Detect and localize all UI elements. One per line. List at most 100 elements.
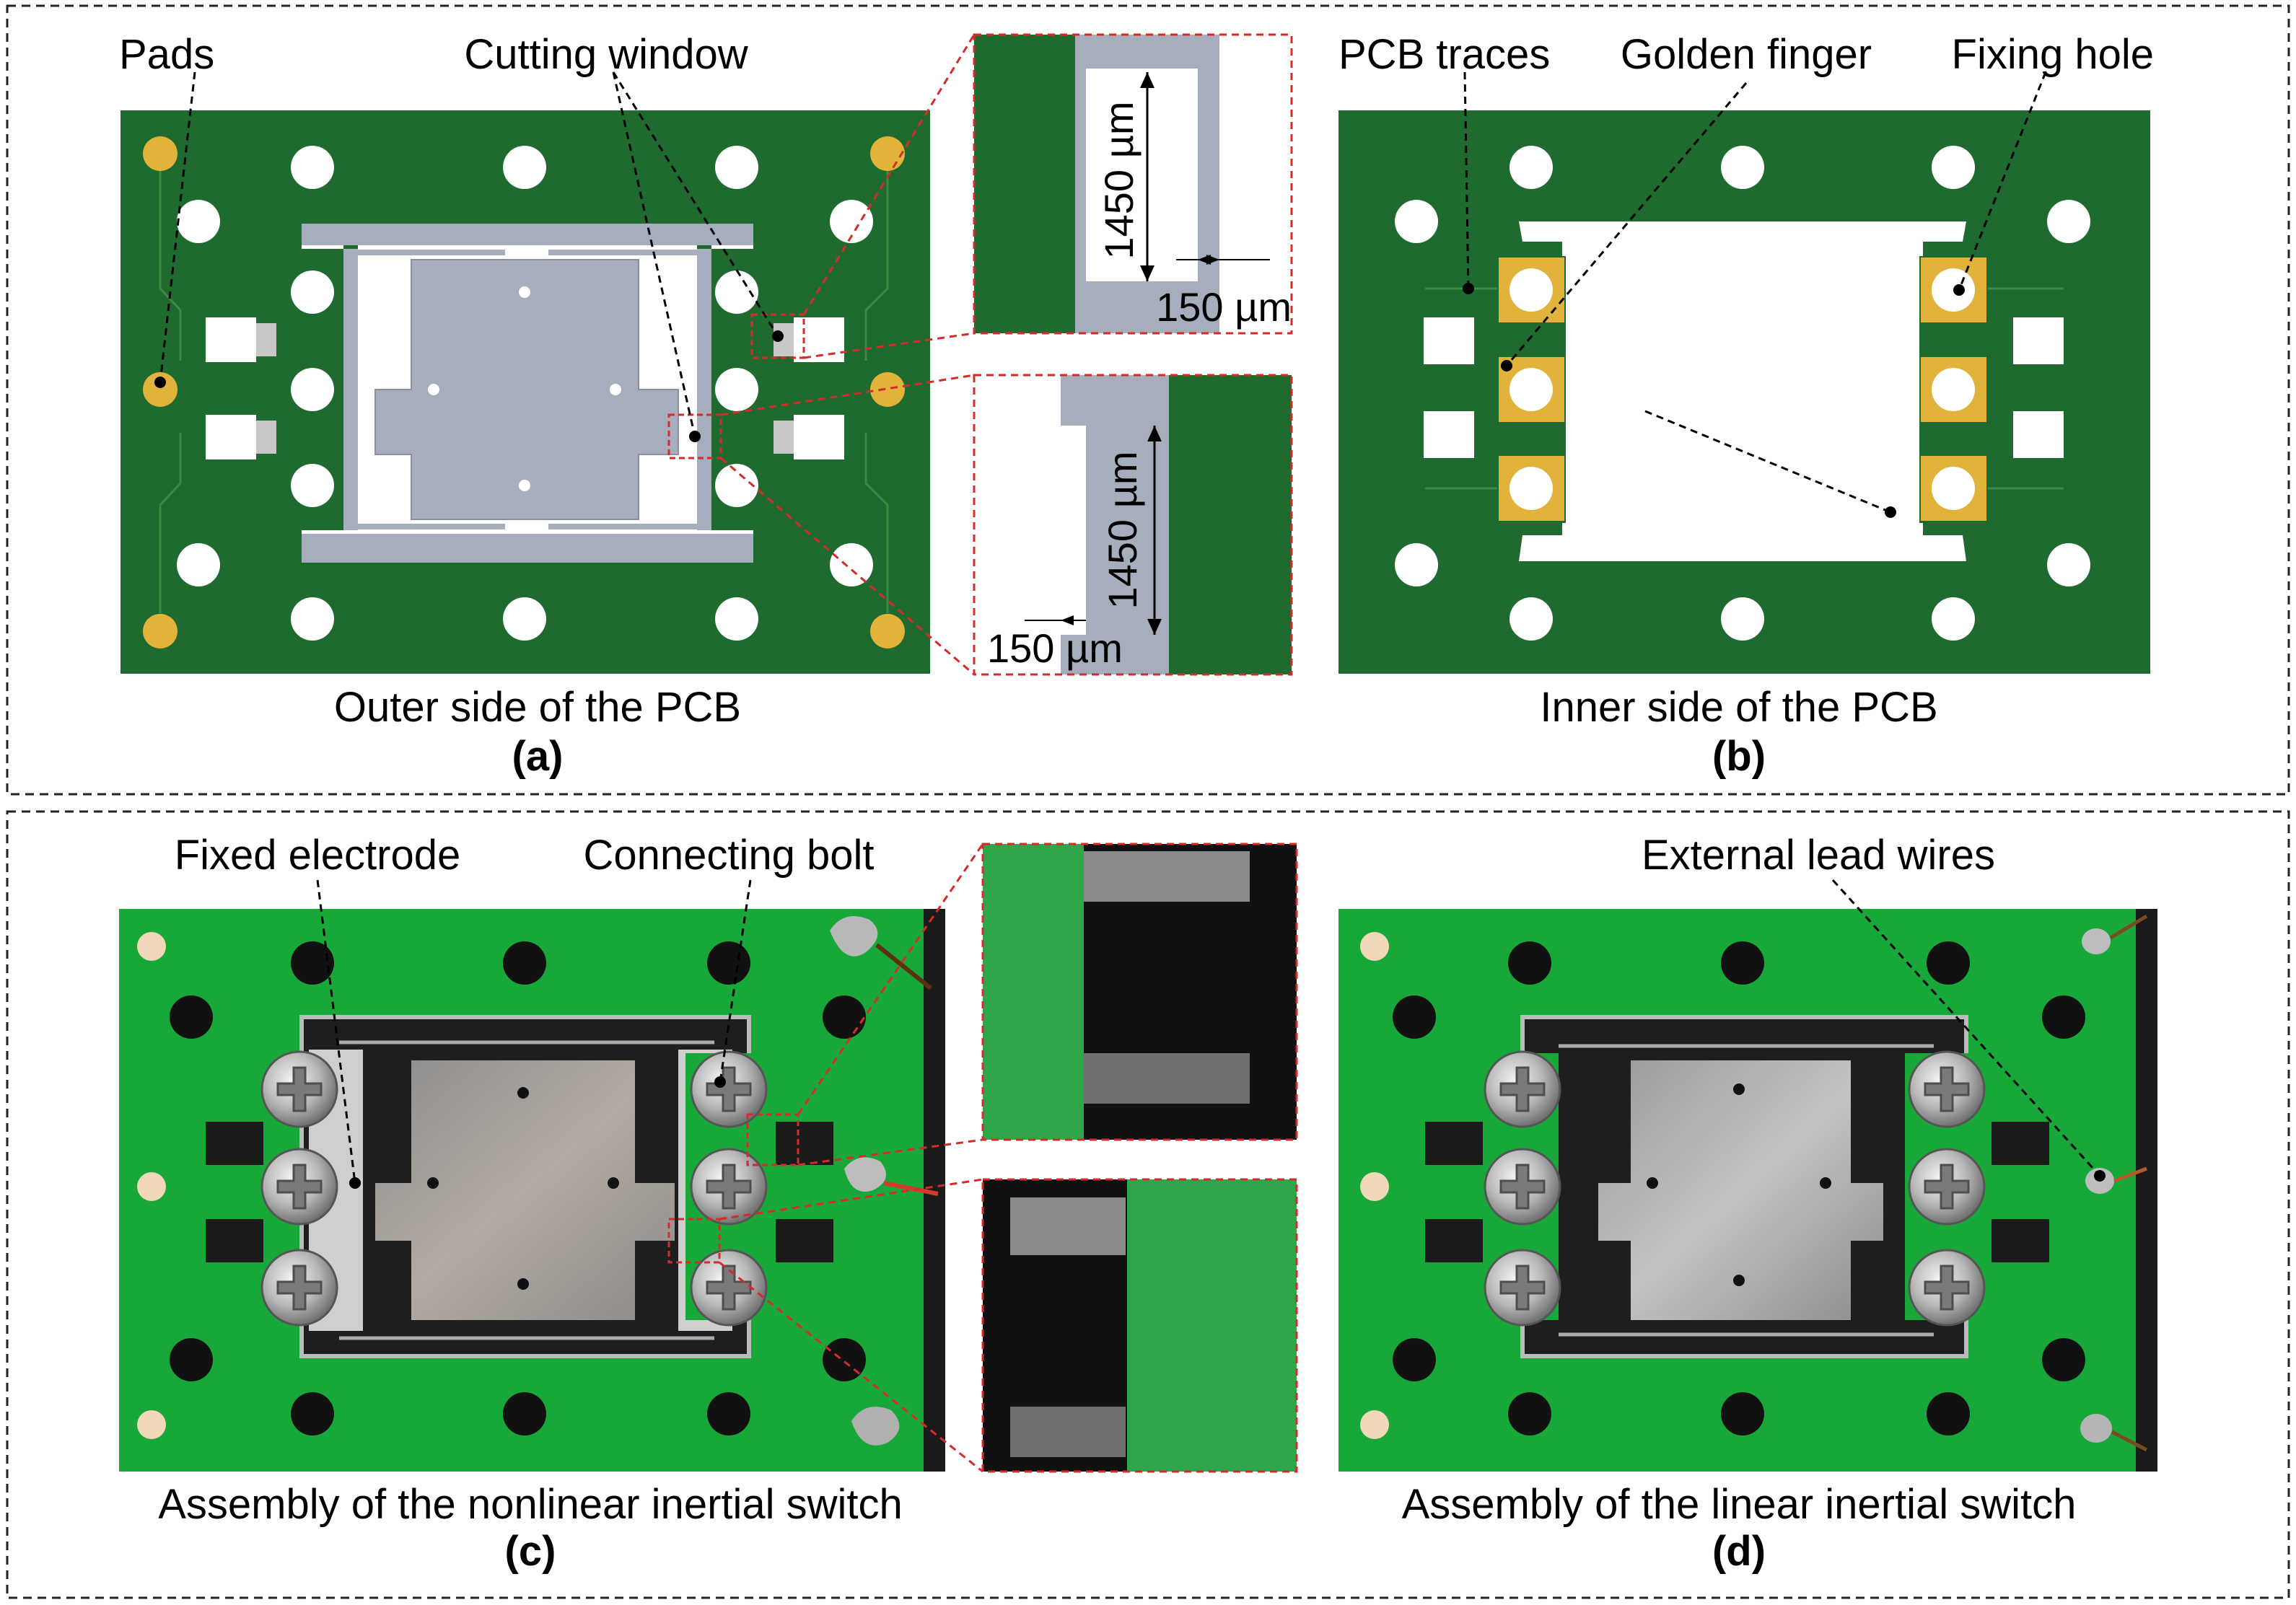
board-hole [291,271,334,314]
panel-b: PCB traces Golden finger Fixing hole Inn… [1338,31,2154,780]
pcb-trace [864,171,889,361]
zoom-region-marker [750,313,805,359]
mass-hole [427,1177,439,1189]
callout-dot [772,330,784,342]
proof-mass [375,1060,675,1320]
board-hole [2047,543,2090,586]
zoom-top-height-label: 1450 µm [1096,101,1142,259]
board-hole [291,464,334,507]
zoom-connector [803,332,975,359]
pcb-edge-dark [2136,909,2157,1472]
board-hole [1927,941,1970,985]
board-hole [1508,1392,1551,1435]
board-hole [170,995,213,1039]
mass-hole [1820,1177,1831,1189]
smd-block [776,1122,833,1165]
top-panel-frame [6,4,2290,796]
zoom-connector [802,34,976,315]
pad [1360,1410,1389,1439]
board-hole [715,271,758,314]
pad [143,614,178,648]
mass-hole [1733,1275,1745,1286]
board-hole [1510,146,1553,189]
screw [1484,1050,1561,1128]
smd-block [1425,1219,1483,1262]
screw [690,1249,768,1327]
screw [690,1050,768,1128]
zoom-connector [720,374,975,416]
mass-hole [519,480,530,491]
steel-bar-bottom [302,534,753,563]
board-hole [291,941,334,985]
pad [870,614,905,648]
golden-fingers-right [1921,258,1986,521]
bottom-panel-frame [6,810,2290,1599]
callout-dot [2094,1170,2106,1182]
zoom-connector [719,1261,983,1473]
mass-hole [610,384,621,395]
pcb-trace [864,433,889,613]
callout-pcb-traces: PCB traces [1338,31,1550,78]
callout-cutting-window: Cutting window [464,31,748,78]
pad [143,372,178,407]
board-hole [1393,995,1436,1039]
pad [137,932,166,961]
board-hole [715,597,758,641]
board-hole [830,200,873,243]
board-hole [715,146,758,189]
pad [1360,932,1389,961]
zoom-connector [720,457,975,676]
screw [260,1050,338,1128]
letter-c: (c) [505,1528,556,1575]
golden-fingers-left [1499,258,1564,521]
smd-block [1992,1122,2049,1165]
board-hole [503,1392,546,1435]
board-hole [1721,1392,1764,1435]
callout-dot [1885,506,1896,518]
smd-block [206,415,256,459]
callout-dot [689,431,701,442]
mass-hole [1647,1177,1658,1189]
panel-c: Fixed electrode Connecting bolt Assembly… [119,832,1298,1575]
lead-wire [875,943,932,990]
zoom-top-width-label: 150 µm [1156,284,1292,330]
zoom-inset-c-top [981,843,1298,1141]
board-hole [707,941,750,985]
board-hole [1721,597,1764,641]
board-hole [707,1392,750,1435]
screw [1908,1050,1986,1128]
panel-d: External lead wires Assembly of the line… [1338,832,2157,1575]
callout-connecting-bolt: Connecting bolt [583,832,874,879]
solder-blob [851,1407,900,1446]
board-hole [2042,1338,2085,1381]
lead-wire [2111,1430,2148,1452]
pad [137,1410,166,1439]
zoom-connector [719,1178,983,1221]
callout-line-golden-finger [1644,410,1891,514]
lead-wire [883,1181,939,1196]
smd-block [2013,317,2064,364]
screw [260,1249,338,1327]
board-hole [1932,146,1975,189]
zoom-connector [797,1138,983,1166]
screw [1484,1148,1561,1226]
smd-block [206,317,256,362]
board-hole [291,368,334,411]
board-hole [715,464,758,507]
board-hole [1932,597,1975,641]
smd-block [774,421,794,454]
smd-block [2013,411,2064,458]
screw [1484,1249,1561,1327]
zoom-bottom-width-label: 150 µm [987,625,1123,671]
callout-line-pads [159,71,196,383]
smd-block [1424,317,1474,364]
steel-bar-top [302,224,753,245]
board-hole [1927,1392,1970,1435]
zoom-inset-bottom: 1450 µm 150 µm [973,374,1293,676]
caption-c: Assembly of the nonlinear inertial switc… [158,1481,903,1528]
callout-dot [714,1076,726,1088]
board-hole [170,1338,213,1381]
callout-dot [154,377,166,388]
solder-blob [844,1157,886,1192]
zoom-inset-top: 1450 µm 150 µm [973,33,1293,335]
